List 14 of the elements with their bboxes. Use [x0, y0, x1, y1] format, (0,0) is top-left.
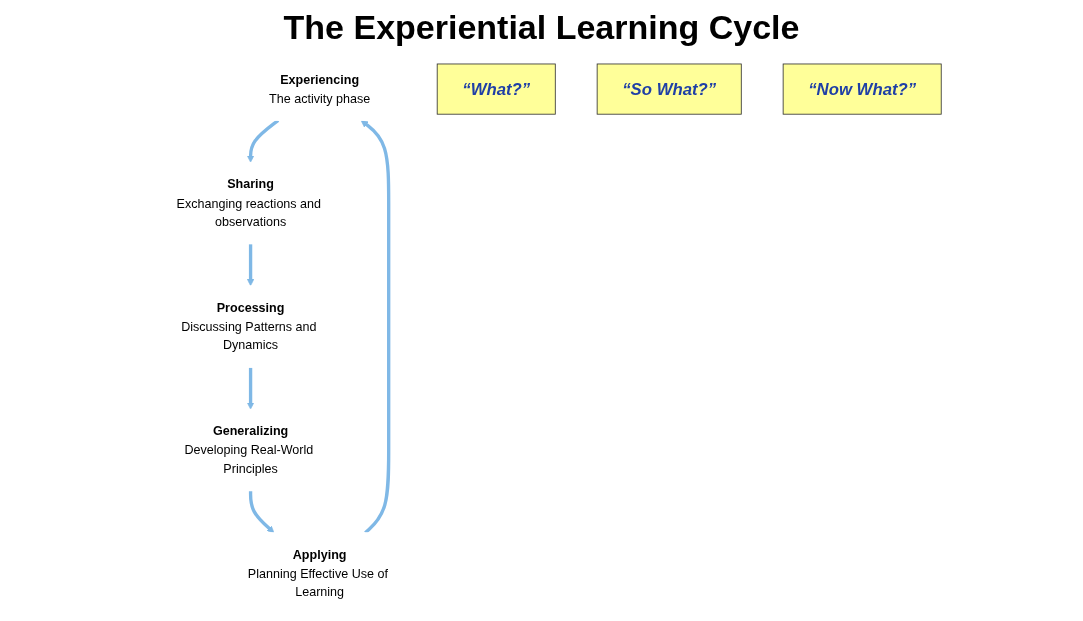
node-text: Generalizing Developing Real-World Principles	[184, 423, 314, 476]
arrow	[246, 243, 255, 287]
title: The Experiential Learning Cycle	[283, 8, 800, 47]
arrow	[248, 490, 275, 534]
arrow	[246, 367, 255, 410]
node-box: “What?”	[436, 63, 556, 115]
node-box: “Now What?”	[782, 63, 942, 115]
node-text: Sharing Exchanging reactions and observations	[176, 176, 322, 229]
arrow	[246, 119, 280, 163]
node-text: Applying Planning Effective Use of Learning	[247, 546, 388, 599]
node-text: Experiencing The activity phase	[269, 71, 371, 105]
node-text: Processing Discussing Patterns and Dynamics	[181, 300, 317, 352]
node-box: “So What?”	[596, 63, 742, 115]
arrow	[360, 120, 391, 534]
